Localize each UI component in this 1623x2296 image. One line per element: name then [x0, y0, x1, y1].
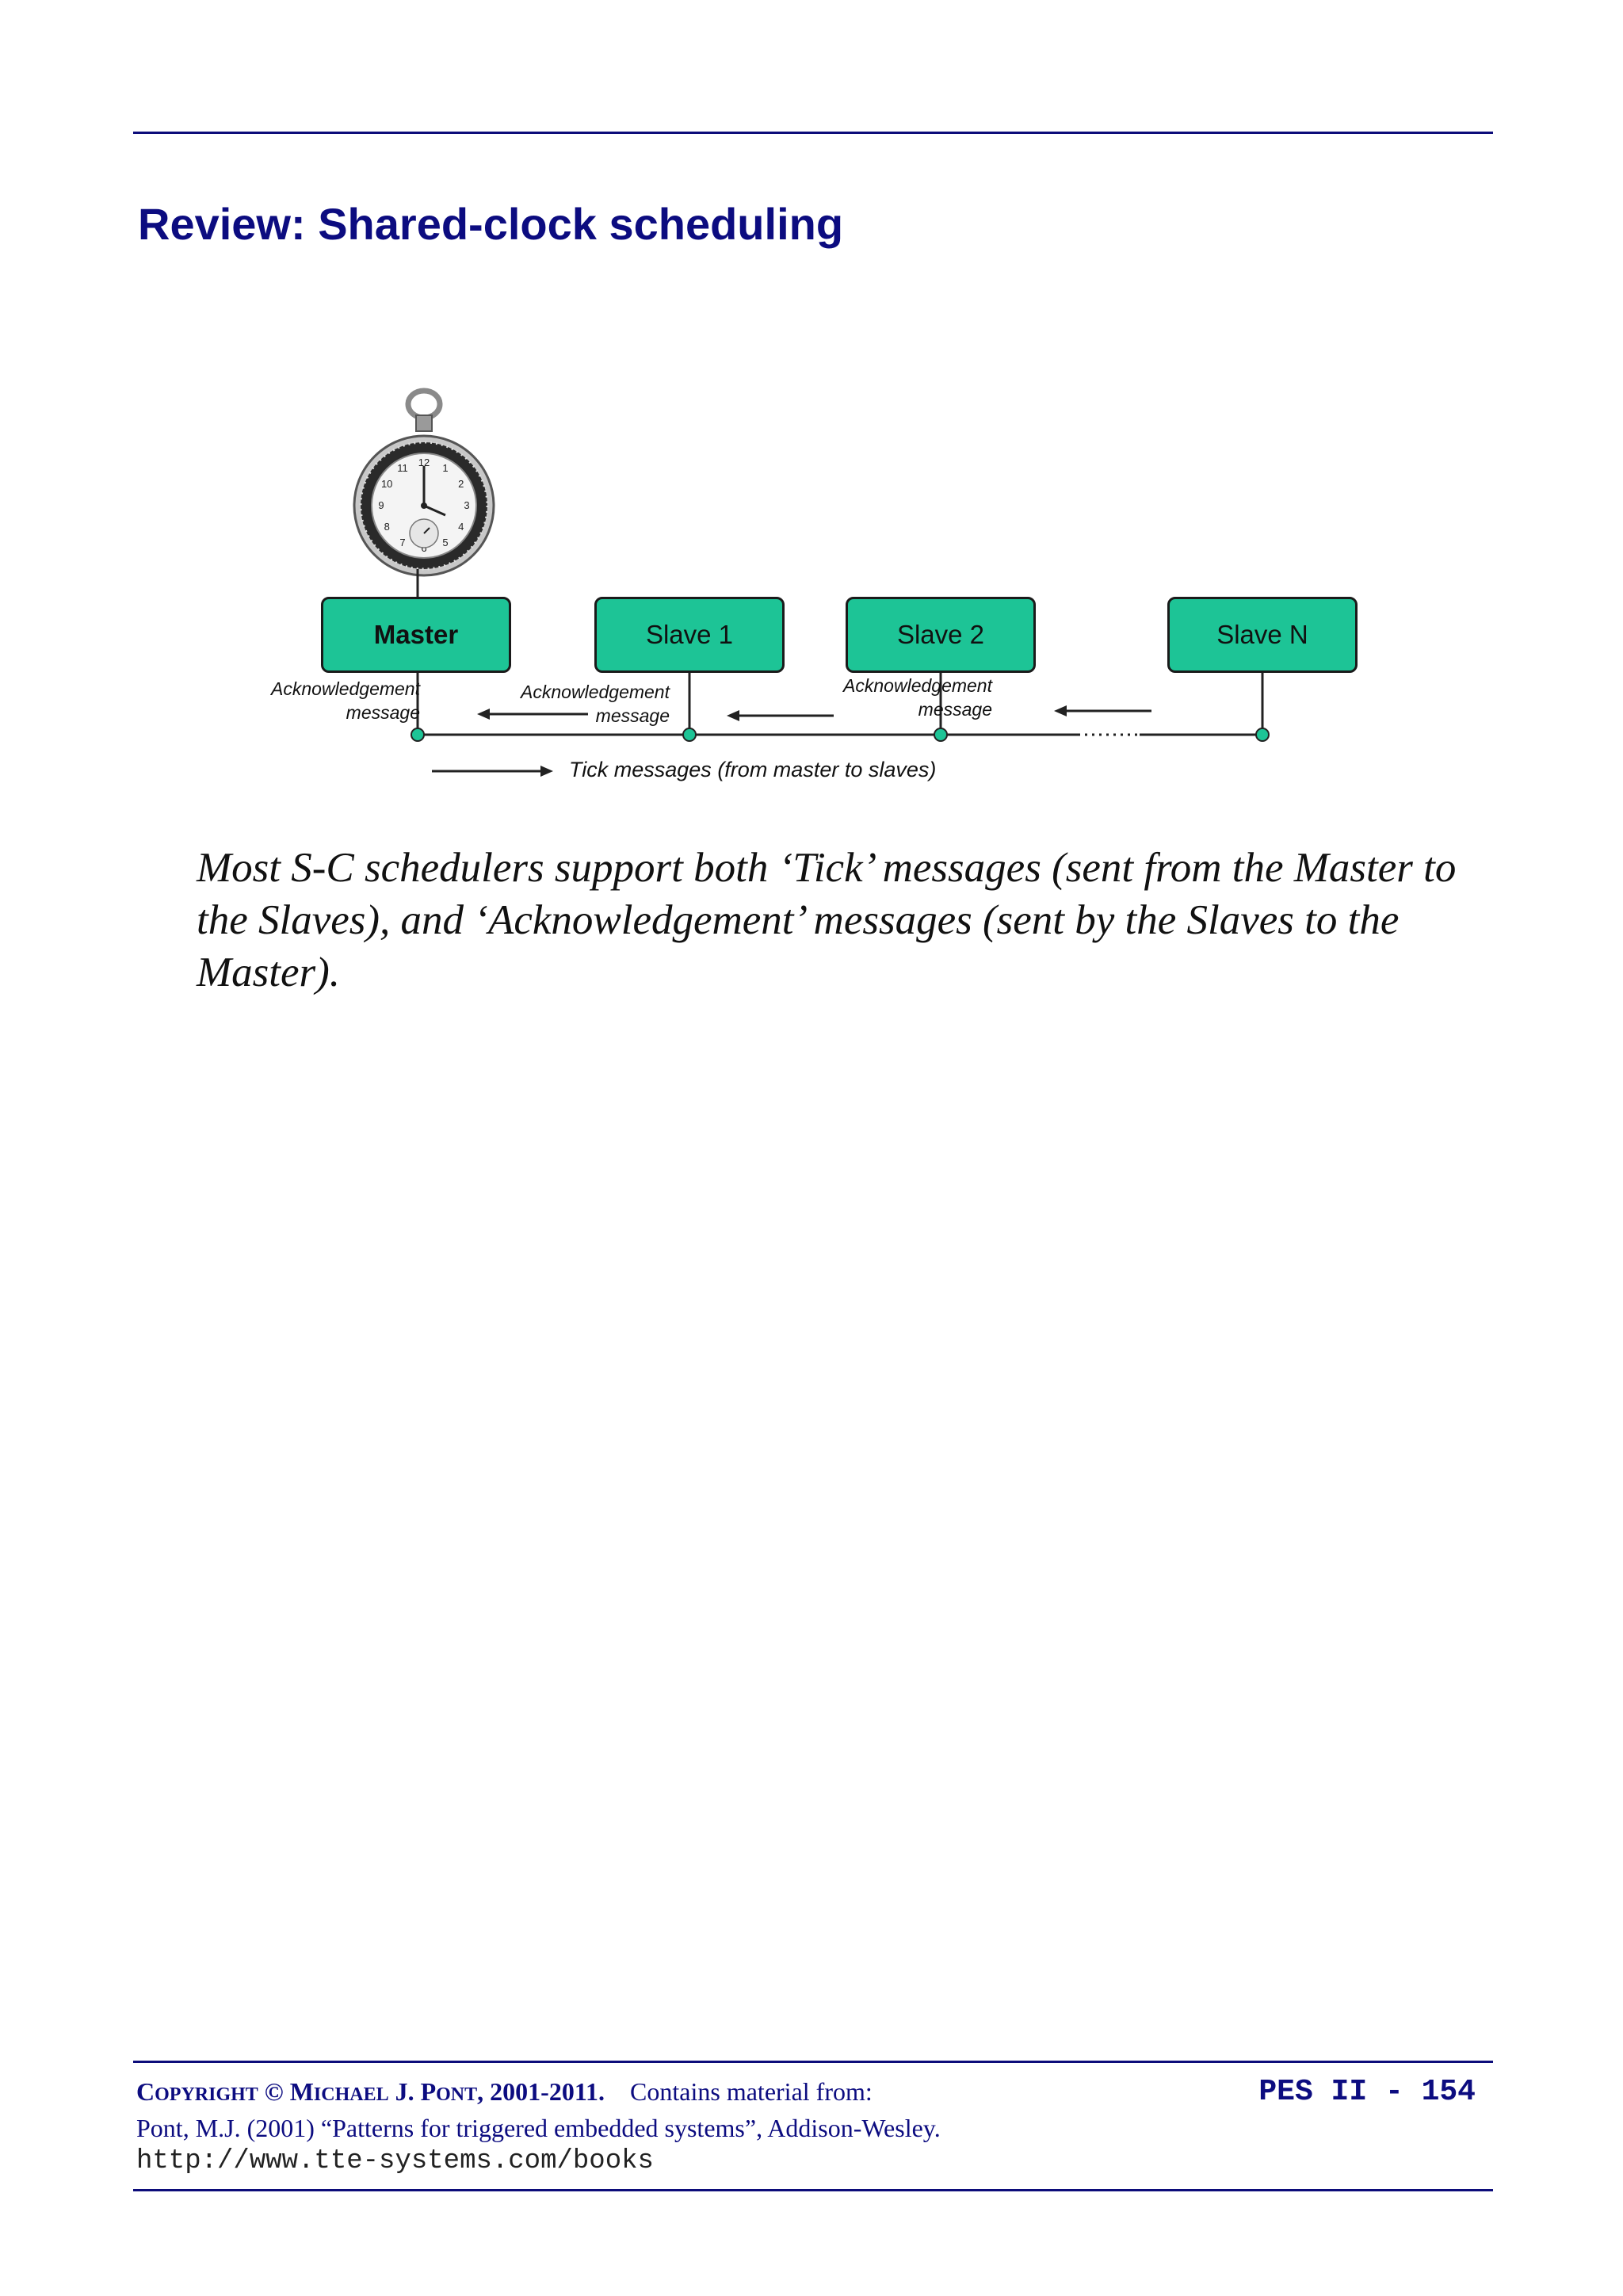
copyright-text: COPYRIGHT © MICHAEL J. PONT, 2001-2011. [136, 2077, 605, 2106]
page-title: Review: Shared-clock scheduling [138, 199, 844, 249]
ack-label-2-line1: Acknowledgement [521, 682, 670, 702]
ack-label-1-line2: message [346, 702, 420, 723]
clock-number: 2 [458, 478, 464, 490]
slave-2-node: Slave 2 [846, 597, 1036, 673]
clock-number: 5 [442, 537, 448, 548]
page-number: PES II - 154 [1258, 2075, 1476, 2109]
slave-n-label: Slave N [1216, 620, 1308, 649]
slave-n-node: Slave N [1167, 597, 1358, 673]
contains-text: Contains material from: [630, 2077, 873, 2106]
clock-number: 3 [464, 499, 469, 511]
clock-number: 7 [399, 537, 405, 548]
master-label: Master [373, 620, 459, 649]
footer-bottom-rule [133, 2189, 1493, 2191]
clock-number: 11 [397, 462, 408, 474]
diagram-lines [411, 569, 1270, 777]
tick-messages-label: Tick messages (from master to slaves) [569, 758, 937, 781]
ack-label-2: Acknowledgement message [521, 680, 670, 728]
copyright-line: COPYRIGHT © MICHAEL J. PONT, 2001-2011. … [136, 2075, 1167, 2111]
reference-text: Pont, M.J. (2001) “Patterns for triggere… [136, 2114, 941, 2142]
clock-number: 9 [378, 499, 384, 511]
ack-label-1: Acknowledgement message [271, 677, 420, 724]
shared-clock-diagram: 121234567891011 [271, 380, 1395, 808]
header-rule [133, 132, 1493, 134]
footer-top-rule [133, 2061, 1493, 2063]
ack-label-n-line1: Acknowledgement [843, 675, 992, 696]
ack-label-n: Acknowledgement message [843, 674, 992, 721]
footer-url[interactable]: http://www.tte-systems.com/books [136, 2146, 654, 2176]
ack-label-2-line2: message [595, 705, 670, 726]
slave-1-node: Slave 1 [594, 597, 785, 673]
slave-2-label: Slave 2 [896, 620, 985, 649]
clock-number: 12 [418, 457, 430, 468]
ack-label-n-line2: message [918, 699, 992, 720]
clock-number: 4 [458, 521, 464, 533]
stopwatch-icon: 121234567891011 [353, 388, 495, 577]
master-node: Master [321, 597, 511, 673]
clock-number: 1 [442, 462, 448, 474]
ack-label-1-line1: Acknowledgement [271, 678, 420, 699]
body-paragraph: Most S-C schedulers support both ‘Tick’ … [197, 845, 1457, 995]
clock-number: 8 [384, 521, 390, 533]
clock-number: 10 [381, 478, 392, 490]
slave-1-label: Slave 1 [645, 620, 734, 649]
footer-copyright: COPYRIGHT © MICHAEL J. PONT, 2001-2011. … [136, 2075, 1167, 2178]
